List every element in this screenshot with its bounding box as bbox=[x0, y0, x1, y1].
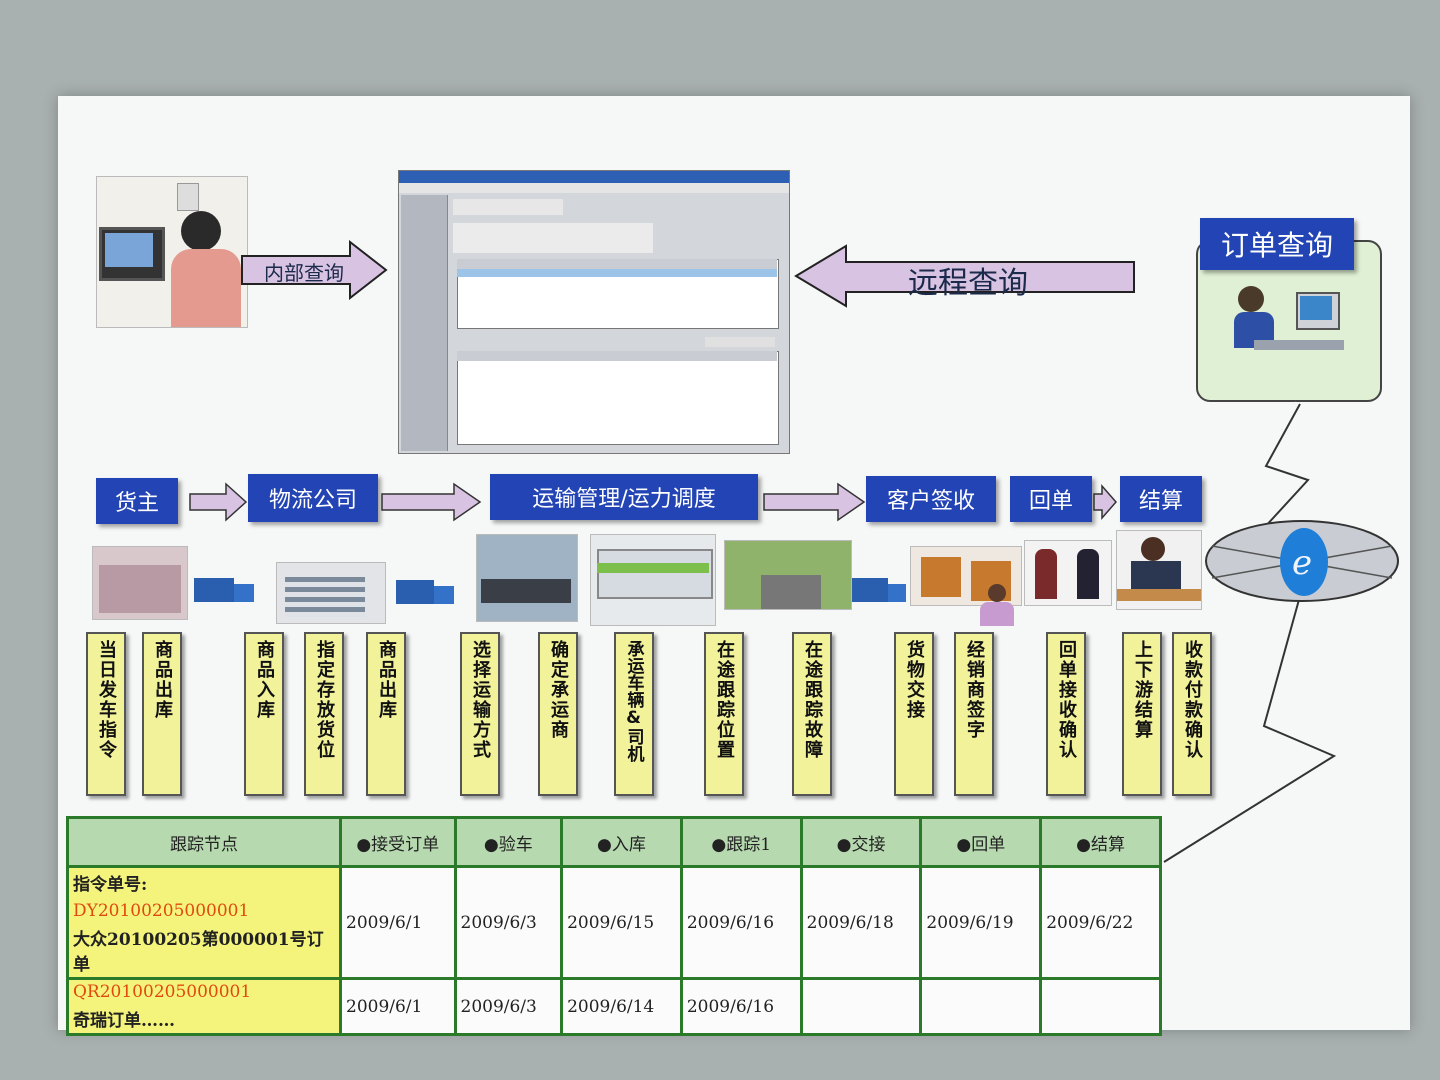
header-cell: ●交接 bbox=[799, 816, 923, 868]
order-info-cell: QR20100205000001 奇瑞订单…… bbox=[66, 977, 342, 1036]
step-card: 货物交接 bbox=[894, 632, 934, 796]
flow-settlement: 结算 bbox=[1120, 476, 1202, 522]
order-info-cell: 指令单号: DY20100205000001 大众20100205第000001… bbox=[66, 865, 342, 980]
flow-logistics: 物流公司 bbox=[248, 474, 378, 522]
order-code: DY20100205000001 bbox=[73, 901, 250, 921]
clerk-illustration bbox=[976, 584, 1020, 628]
step-card: 承运车辆&司机 bbox=[614, 632, 654, 796]
truck-icon bbox=[194, 574, 256, 608]
flow-transport: 运输管理/运力调度 bbox=[490, 474, 758, 520]
svg-text:e: e bbox=[1292, 543, 1312, 583]
flow-customer-sign: 客户签收 bbox=[866, 476, 996, 522]
remote-query-label: 远程查询 bbox=[908, 266, 1028, 301]
order-code: QR20100205000001 bbox=[73, 982, 252, 1002]
date-cell: 2009/6/1 bbox=[339, 977, 457, 1036]
handshake-illustration bbox=[1024, 540, 1112, 606]
step-card: 商品出库 bbox=[142, 632, 182, 796]
building-illustration bbox=[276, 562, 386, 624]
date-cell: 2009/6/18 bbox=[799, 865, 923, 980]
software-window bbox=[398, 170, 790, 454]
flow-arrow-1 bbox=[189, 482, 248, 522]
header-cell: ●回单 bbox=[919, 816, 1043, 868]
ship-port-illustration bbox=[476, 534, 578, 622]
flow-receipt: 回单 bbox=[1010, 476, 1092, 522]
date-cell bbox=[799, 977, 923, 1036]
date-cell: 2009/6/3 bbox=[453, 977, 564, 1036]
order-query-title: 订单查询 bbox=[1200, 218, 1354, 270]
table-row: QR20100205000001 奇瑞订单…… 2009/6/1 2009/6/… bbox=[66, 977, 1162, 1036]
warehouse-illustration bbox=[92, 546, 188, 620]
header-cell: ●跟踪1 bbox=[679, 816, 803, 868]
internet-globe-icon: e bbox=[1205, 520, 1399, 602]
flow-arrow-4 bbox=[1093, 484, 1117, 520]
step-card: 当日发车指令 bbox=[86, 632, 126, 796]
date-cell: 2009/6/3 bbox=[453, 865, 564, 980]
date-cell: 2009/6/19 bbox=[919, 865, 1043, 980]
step-card: 上下游结算 bbox=[1122, 632, 1162, 796]
header-cell: ●接受订单 bbox=[339, 816, 457, 868]
order-desc: 奇瑞订单…… bbox=[73, 1011, 175, 1031]
step-card: 指定存放货位 bbox=[304, 632, 344, 796]
header-cell: ●入库 bbox=[560, 816, 683, 868]
date-cell: 2009/6/1 bbox=[339, 865, 457, 980]
header-cell: ●验车 bbox=[453, 816, 564, 868]
train-illustration bbox=[590, 534, 716, 626]
order-desc: 大众20100205第000001号订单 bbox=[73, 930, 324, 975]
flow-shipper: 货主 bbox=[96, 478, 178, 524]
date-cell bbox=[919, 977, 1043, 1036]
office-worker-illustration bbox=[96, 176, 248, 328]
step-card: 选择运输方式 bbox=[460, 632, 500, 796]
table-row: 指令单号: DY20100205000001 大众20100205第000001… bbox=[66, 865, 1162, 980]
step-card: 商品入库 bbox=[244, 632, 284, 796]
date-cell: 2009/6/16 bbox=[679, 865, 803, 980]
remote-query-arrow bbox=[794, 244, 1135, 308]
lightning-bolts bbox=[1161, 401, 1345, 867]
truck-icon bbox=[852, 574, 908, 608]
date-cell: 2009/6/22 bbox=[1039, 865, 1162, 980]
header-cell: 跟踪节点 bbox=[66, 816, 342, 868]
step-card: 在途跟踪故障 bbox=[792, 632, 832, 796]
date-cell: 2009/6/16 bbox=[679, 977, 803, 1036]
step-card: 在途跟踪位置 bbox=[704, 632, 744, 796]
internal-query-label: 内部查询 bbox=[264, 261, 344, 285]
flow-arrow-2 bbox=[381, 482, 482, 522]
step-card: 回单接收确认 bbox=[1046, 632, 1086, 796]
cargo-handover-illustration bbox=[910, 546, 1022, 606]
step-card: 商品出库 bbox=[366, 632, 406, 796]
step-card: 经销商签字 bbox=[954, 632, 994, 796]
flow-arrow-3 bbox=[763, 482, 866, 522]
tracking-table: 跟踪节点 ●接受订单 ●验车 ●入库 ●跟踪1 ●交接 ●回单 ●结算 指令单号… bbox=[66, 816, 1162, 1036]
date-cell bbox=[1039, 977, 1162, 1036]
table-header-row: 跟踪节点 ●接受订单 ●验车 ●入库 ●跟踪1 ●交接 ●回单 ●结算 bbox=[66, 816, 1162, 868]
internal-query-arrow bbox=[241, 240, 388, 300]
truck-icon bbox=[396, 576, 456, 610]
header-cell: ●结算 bbox=[1039, 816, 1162, 868]
step-card: 收款付款确认 bbox=[1172, 632, 1212, 796]
accountant-illustration bbox=[1116, 530, 1202, 610]
date-cell: 2009/6/15 bbox=[560, 865, 683, 980]
date-cell: 2009/6/14 bbox=[560, 977, 683, 1036]
order-query-illustration bbox=[1234, 282, 1344, 366]
order-label: 指令单号: bbox=[73, 875, 148, 895]
highway-illustration bbox=[724, 540, 852, 610]
step-card: 确定承运商 bbox=[538, 632, 578, 796]
